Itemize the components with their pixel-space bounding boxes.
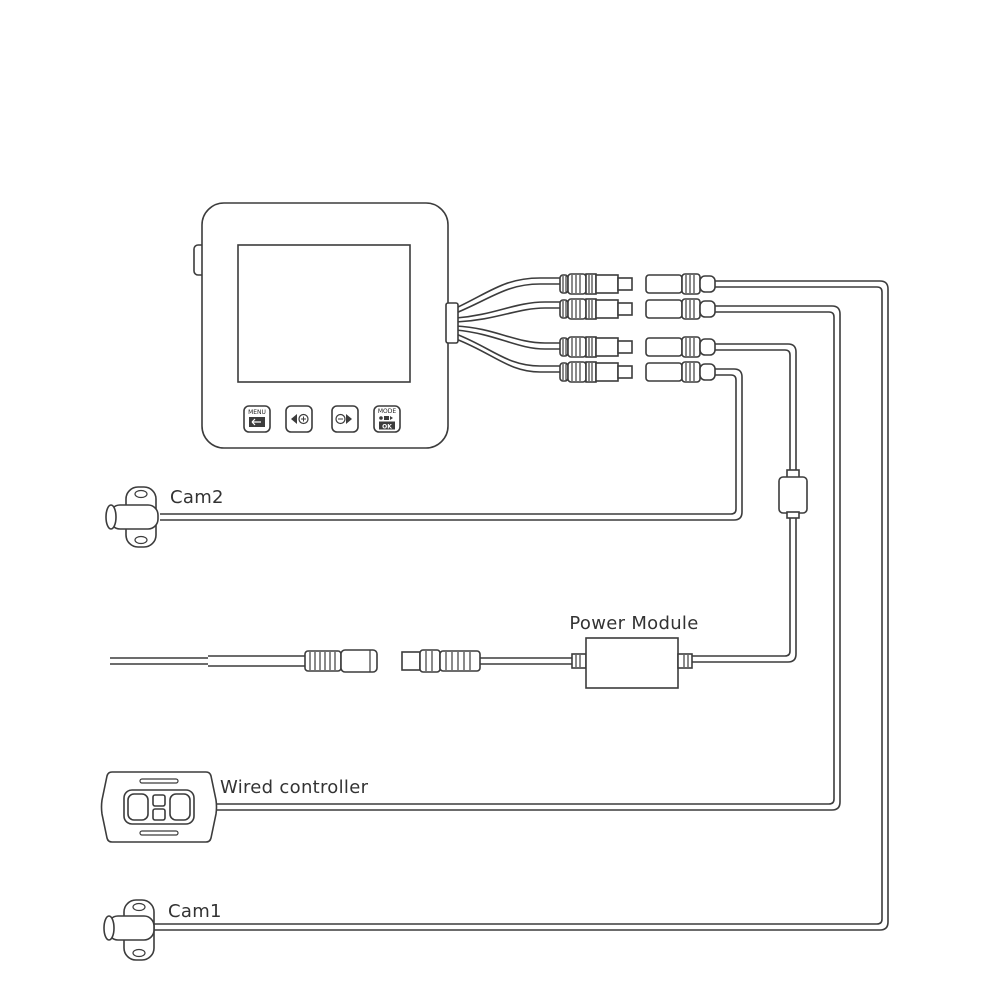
controller-cable bbox=[212, 305, 841, 811]
controller-bottom-key[interactable] bbox=[152, 808, 166, 821]
cam1-camera: Cam1 bbox=[103, 899, 222, 961]
power-module-label: Power Module bbox=[569, 613, 698, 634]
connector-pair-2 bbox=[559, 298, 716, 320]
plus-icon bbox=[298, 413, 309, 425]
controller-left-key[interactable] bbox=[127, 793, 149, 821]
wired-controller: Wired controller bbox=[100, 771, 369, 843]
monitor-unit: MENU MODE OK bbox=[193, 202, 459, 449]
monitor-cable-port bbox=[445, 302, 459, 344]
controller-top-key[interactable] bbox=[152, 794, 166, 807]
minus-icon bbox=[335, 413, 346, 425]
menu-button-label: MENU bbox=[248, 409, 266, 416]
monitor-pigtails bbox=[455, 277, 560, 373]
cam1-label: Cam1 bbox=[168, 901, 222, 922]
cam2-cable bbox=[160, 368, 743, 521]
left-arrow-icon bbox=[291, 414, 297, 424]
right-arrow-icon bbox=[346, 414, 352, 424]
cam2-lens-housing bbox=[109, 504, 159, 530]
power-plug bbox=[304, 649, 481, 673]
ok-button-label: OK bbox=[382, 424, 392, 431]
connector-pair-1 bbox=[559, 273, 716, 295]
controller-right-key[interactable] bbox=[169, 793, 191, 821]
mode-ok-button[interactable]: MODE OK bbox=[373, 405, 401, 433]
connector-pair-4 bbox=[559, 361, 716, 383]
mode-button-label: MODE bbox=[378, 408, 397, 415]
power-module: Power Module bbox=[569, 613, 698, 689]
cam2-camera: Cam2 bbox=[105, 486, 224, 548]
left-plus-button[interactable] bbox=[285, 405, 313, 433]
cam2-label: Cam2 bbox=[170, 487, 224, 508]
power-cable bbox=[690, 343, 797, 663]
wired-controller-label: Wired controller bbox=[220, 777, 369, 798]
monitor-screen bbox=[237, 244, 411, 383]
connector-pair-3 bbox=[559, 336, 716, 358]
menu-button[interactable]: MENU bbox=[243, 405, 271, 433]
cam1-lens-housing bbox=[107, 915, 155, 941]
cam1-cable bbox=[140, 280, 889, 931]
minus-right-button[interactable] bbox=[331, 405, 359, 433]
camera-mode-icon bbox=[390, 416, 393, 420]
ferrite-core bbox=[778, 469, 808, 519]
power-module-box bbox=[585, 637, 679, 689]
